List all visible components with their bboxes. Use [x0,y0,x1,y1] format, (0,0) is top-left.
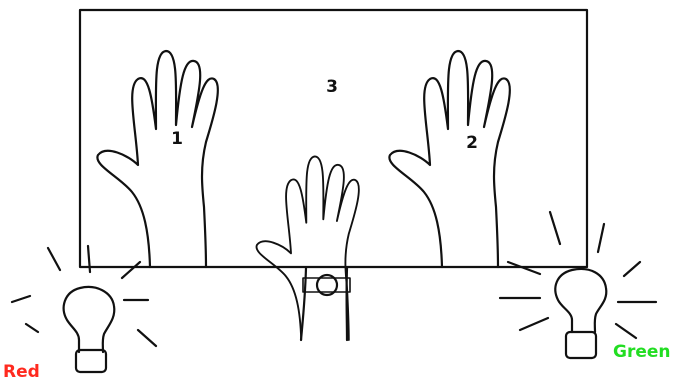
screen-frame [78,8,589,269]
hand-3-forearm [299,266,349,342]
watch-icon [302,273,351,297]
hand-3-label: 3 [326,77,338,97]
green-bulb-icon [554,267,608,334]
green-light-rays [498,210,658,340]
red-lamp [10,244,158,374]
hand-1-label: 1 [171,129,183,149]
green-lamp-label: Green [613,342,671,362]
green-lamp [498,210,658,360]
red-bulb-base [74,348,108,374]
red-light-rays [10,244,158,348]
hand-2 [388,49,511,269]
hand-3 [255,155,360,341]
hand-2-label: 2 [466,133,478,153]
red-bulb-icon [62,285,116,354]
red-lamp-label: Red [3,362,40,382]
green-bulb-base [564,330,598,360]
hand-1 [96,49,219,269]
